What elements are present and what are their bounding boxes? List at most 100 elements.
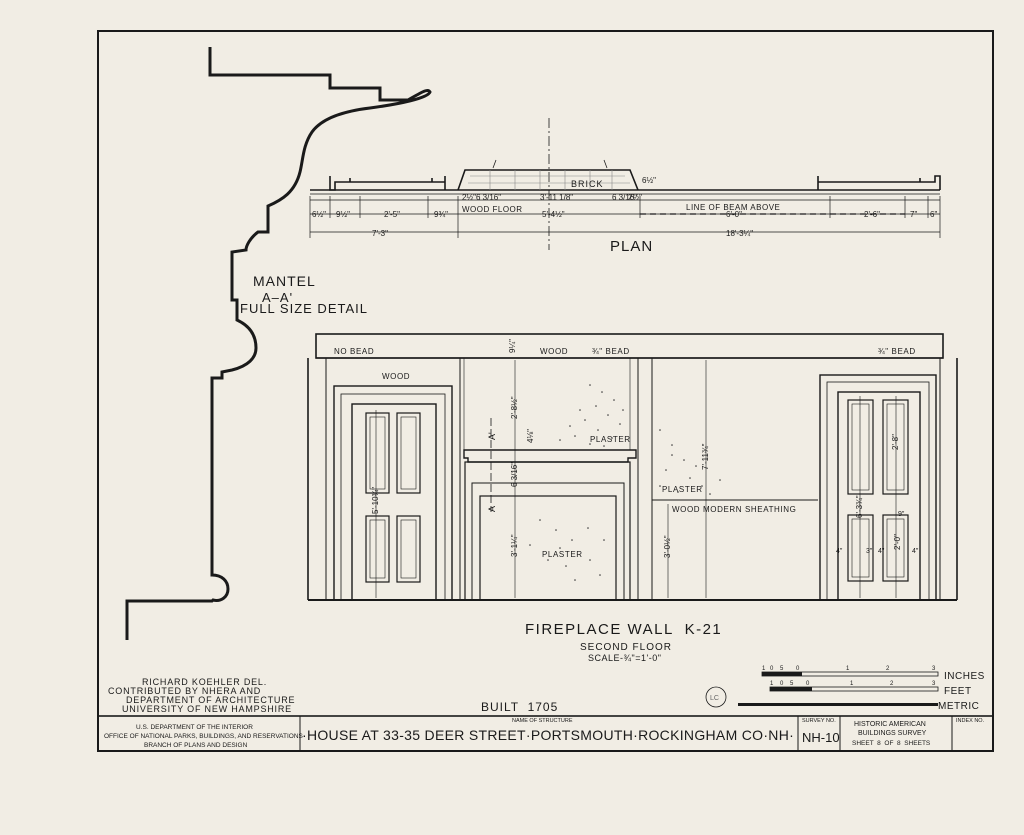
elevation-label-bead-right: ¾" BEAD [878,347,916,356]
structure-name-label: NAME OF STRUCTURE [512,718,573,724]
left-door-panel-4 [396,515,421,583]
mantel-subtitle: FULL SIZE DETAIL [240,301,368,316]
title-block-frame [97,715,994,752]
elevation-label-plaster-right: PLASTER [662,485,703,494]
scale-tick-ft-4: 0 [806,681,810,687]
left-door-leaf [351,403,437,601]
plan-label-brick: BRICK [571,179,604,189]
credits-line-4: UNIVERSITY OF NEW HAMPSHIRE [122,704,292,714]
dim-overmantel: 2'-8½" [510,396,519,419]
dim-mantel: 6 3/16" [510,462,519,487]
plan-dim-row-1: 6½" [312,210,326,219]
left-door-panel-1-inner [369,416,386,490]
scale-tick-ft-7: 3 [932,681,936,687]
elevation-label-plaster-lower: PLASTER [542,550,583,559]
left-door-panel-1 [365,412,390,494]
right-door-panel-3 [847,514,874,582]
plan-dim-row-4: 9¾" [434,210,448,219]
plan-brick-hatch [468,170,630,190]
left-door-panel-2 [396,412,421,494]
dim-opening: 3'-0½" [663,535,672,558]
scale-tick-ft-2: 0 [780,681,784,687]
scale-tick-ft-6: 2 [890,681,894,687]
dim-small-e: 4" [912,548,919,555]
section-mark-a: A [487,506,497,512]
plan-wall-outline [329,169,941,191]
scale-tick-in-1: 1 [762,666,766,672]
right-door-panel-2-inner [886,403,905,491]
section-mark-a-prime: A' [487,432,497,440]
plan-dim-total-left: 7'-3" [372,229,388,238]
fireplace-wall-elevation: NO BEAD WOOD ¾" BEAD ¾" BEAD WOOD PLASTE… [307,333,958,663]
left-door-panel-3-inner [369,519,386,579]
plan-dim-row-5: 5'-4½" [542,210,565,219]
left-door-panel-4-inner [400,519,417,579]
agency-line-3: BRANCH OF PLANS AND DESIGN [144,742,248,749]
scale-bar-feet-fill [770,687,812,691]
plan-dim-top-1: 2½" [462,193,476,202]
right-door-panel-1-inner [851,403,870,491]
fireplace-opening [479,495,617,601]
right-door-panel-2 [882,399,909,495]
dim-right-door: 6'-3¾" [855,495,864,518]
dim-small-b: 9" [898,511,905,518]
scale-label-feet: FEET [944,686,972,697]
mantel-section-label: A–A' [262,290,293,305]
plan-dim-row-6: 6'-0" [726,210,742,219]
plan-dim-row-9: 6" [930,210,937,219]
plan-label-line-of-beam: LINE OF BEAM ABOVE [686,203,780,212]
plan-dim-total-right: 18'-3¼" [726,229,753,238]
dim-right-upper-panel: 2'-8" [891,434,900,450]
library-stamp-circle [705,686,727,708]
elevation-floor-label: SECOND FLOOR [580,642,672,653]
dim-top: 9¼" [508,339,517,353]
credits-line-3: DEPARTMENT OF ARCHITECTURE [126,695,295,705]
dim-small-a: 4" [836,548,843,555]
scale-tick-in-2: 0 [770,666,774,672]
elevation-label-plaster-upper: PLASTER [590,435,631,444]
survey-no: NH-10 [802,730,840,745]
elevation-title: FIREPLACE WALL K-21 [525,621,722,638]
plan-dim-row-3: 2'-5" [384,210,400,219]
scale-tick-in-6: 2 [886,666,890,672]
built-year: BUILT 1705 [481,700,558,714]
credits-block: RICHARD KOEHLER DEL. CONTRIBUTED BY NHER… [108,677,295,714]
library-stamp-text: LC [710,695,719,702]
plan-view: BRICK 6½" 2½" 6 3/16" 3'-11 1/8" 6 3/16"… [309,118,941,255]
right-door-panel-3-inner [851,518,870,578]
agency-line-1: U.S. DEPARTMENT OF THE INTERIOR [136,724,253,731]
right-door-panel-1 [847,399,874,495]
survey-no-label: SURVEY NO. [802,718,836,724]
plan-dim-top-5: 2½" [628,193,642,202]
dim-shelf: 4⅛" [526,429,535,443]
right-door-leaf [837,391,921,601]
elevation-label-wood-sheathing: WOOD MODERN SHEATHING [672,505,796,514]
title-block: U.S. DEPARTMENT OF THE INTERIOR OFFICE O… [97,715,994,752]
plan-leader-right [603,159,608,169]
habs-line-1: HISTORIC AMERICAN [854,721,926,728]
plan-dim-top-2: 6 3/16" [476,193,501,202]
graphic-scales: 1 0 5 0 1 2 3 1 0 5 0 1 2 3 INCHES FEET … [738,666,985,712]
scale-tick-in-4: 0 [796,666,800,672]
elevation-label-wood-door: WOOD [382,372,410,381]
plan-dim-row-2: 9½" [336,210,350,219]
scale-label-metric: METRIC [938,701,979,712]
mantel-profile-detail: MANTEL A–A' FULL SIZE DETAIL [125,47,432,640]
right-door-panel-4 [882,514,909,582]
plaster-stipple [529,384,721,581]
scale-tick-ft-1: 1 [770,681,774,687]
scale-label-inches: INCHES [944,671,985,682]
left-door-panel-2-inner [400,416,417,490]
plan-dim-top-4: 6 3/16" [612,193,637,202]
elevation-scale-label: SCALE-¾"=1'-0" [588,653,661,663]
elevation-label-wood-top: WOOD [540,347,568,356]
index-no-label: INDEX NO. [956,718,985,724]
credits-line-1: RICHARD KOEHLER DEL. [142,677,267,687]
scale-tick-ft-5: 1 [850,681,854,687]
scale-bar-inches-fill [762,672,802,676]
plan-dim-top-3: 3'-11 1/8" [540,193,573,202]
right-door-panel-4-inner [886,518,905,578]
credits-line-2: CONTRIBUTED BY NHERA AND [108,686,261,696]
scale-bar-metric [738,703,938,706]
habs-line-2: BUILDINGS SURVEY [858,730,927,737]
